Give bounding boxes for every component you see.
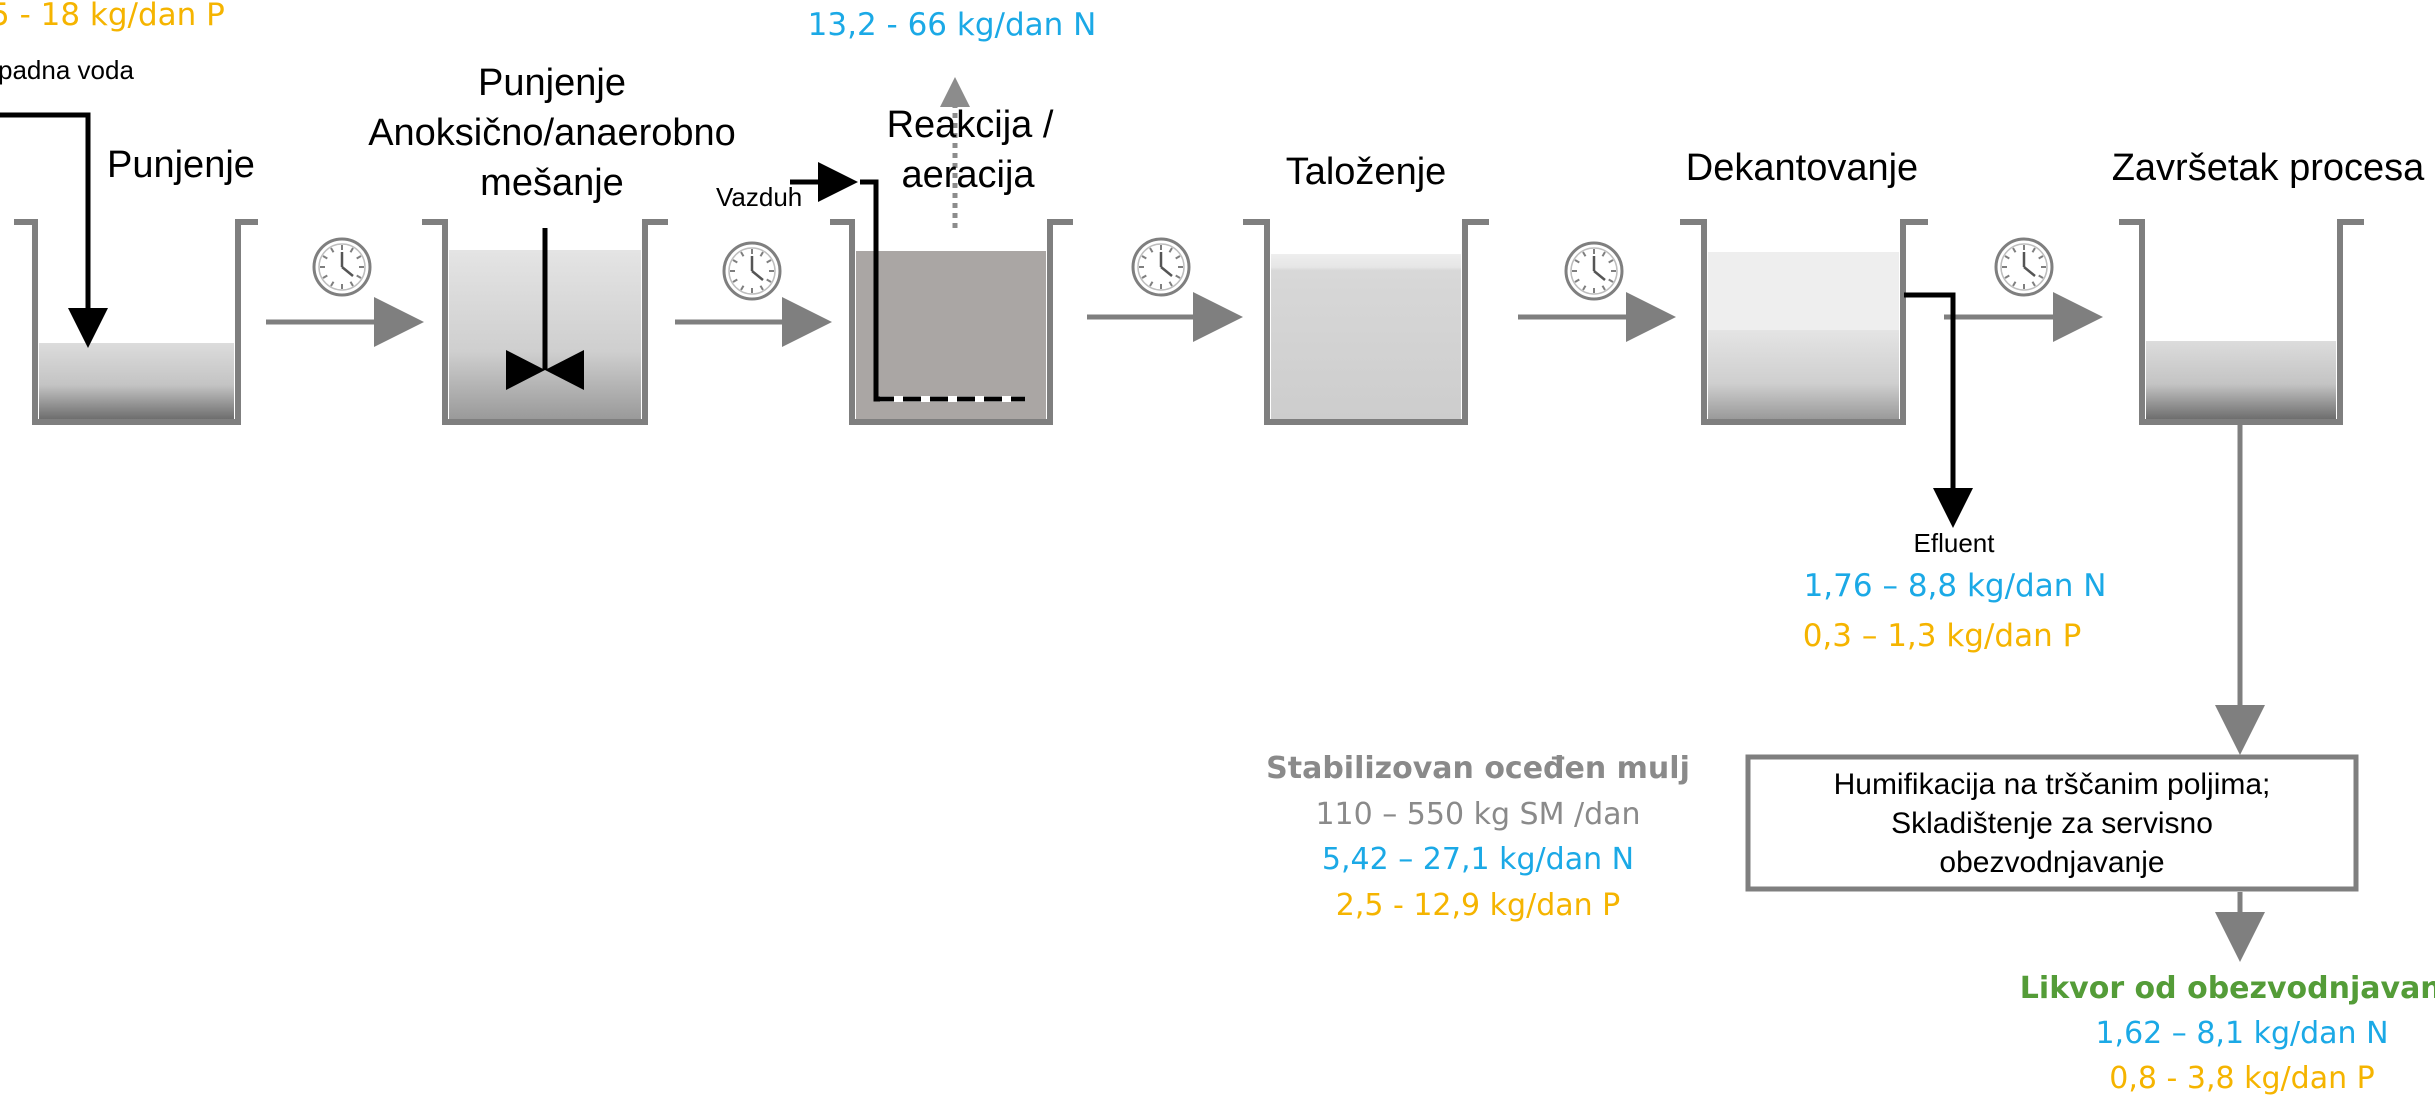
liquor-p-load: 0,8 - 3,8 kg/dan P — [2109, 1061, 2375, 1096]
clock-icon — [1994, 237, 2054, 297]
sludge-solids: 110 – 550 kg SM /dan — [1315, 797, 1641, 832]
inflow-water-label: padna voda — [0, 55, 134, 85]
tank-decanting-outline — [1680, 219, 1928, 425]
treatment-box-line2: Skladištenje za servisno — [1891, 806, 2213, 840]
clock-icon — [722, 241, 782, 301]
tank-idle — [2119, 219, 2364, 425]
stage-title-mixing-1: Punjenje — [478, 62, 626, 104]
treatment-box-line1: Humifikacija na trščanim poljima; — [1833, 767, 2271, 801]
stage-title-mixing-3: mešanje — [480, 162, 624, 204]
tank-aeration — [830, 219, 1073, 425]
sludge-title: Stabilizovan oceđen mulj — [1266, 751, 1690, 786]
tank-decanting-sludge-layer — [1708, 330, 1899, 419]
sludge-n-load: 5,42 – 27,1 kg/dan N — [1321, 842, 1635, 877]
stage-title-decanting: Dekantovanje — [1685, 147, 1919, 189]
tank-settling-liquid — [1271, 254, 1461, 419]
tank-settling-outline — [1243, 219, 1489, 425]
aeration-emission-n-load: 13,2 - 66 kg/dan N — [807, 7, 1097, 43]
tank-fill — [14, 219, 258, 425]
stage-title-settling: Taloženje — [1285, 151, 1447, 193]
inflow-p-load: 5 - 18 kg/dan P — [0, 0, 225, 33]
treatment-box-frame — [1745, 754, 2359, 892]
liquor-n-load: 1,62 – 8,1 kg/dan N — [2095, 1016, 2389, 1051]
tank-fill-outline — [14, 219, 258, 425]
effluent-pipe-arrow — [1904, 292, 1973, 528]
effluent-label: Efluent — [1913, 528, 1995, 558]
treatment-box-line3: obezvodnjavanje — [1939, 845, 2165, 879]
tank-mixing-outline — [422, 219, 668, 425]
tank-fill-liquid — [39, 343, 234, 419]
treatment-box: Humifikacija na trščanim poljima; Skladi… — [1748, 757, 2356, 889]
tank-decanting — [1680, 219, 1928, 425]
tank-decanting-clear-layer — [1708, 252, 1899, 330]
tank-idle-outline — [2119, 219, 2364, 425]
effluent-n-load: 1,76 – 8,8 kg/dan N — [1803, 568, 2107, 604]
stage-title-idle: Završetak procesa — [2111, 147, 2425, 189]
clock-icon — [1131, 237, 1191, 297]
clock-icon — [1564, 241, 1624, 301]
sludge-p-load: 2,5 - 12,9 kg/dan P — [1335, 888, 1621, 923]
tank-aeration-outline — [830, 219, 1073, 425]
air-label: Vazduh — [716, 182, 803, 212]
effluent-p-load: 0,3 – 1,3 kg/dan P — [1802, 618, 2082, 654]
tank-aeration-liquid — [856, 251, 1046, 419]
inflow-pipe-arrow — [0, 112, 108, 348]
flow-arrows — [266, 292, 2103, 347]
clock-icon — [312, 237, 372, 297]
stage-title-aeration-1: Reakcija / — [886, 104, 1054, 146]
stage-title-mixing-2: Anoksično/anaerobno — [368, 112, 736, 154]
tank-idle-liquid — [2146, 341, 2336, 419]
stage-title-fill: Punjenje — [107, 144, 255, 186]
stage-title-aeration-2: aeracija — [901, 154, 1035, 196]
liquor-title: Likvor od obezvodnjavanja — [2019, 971, 2435, 1006]
air-diffuser-icon — [790, 162, 1025, 402]
mixer-icon — [506, 228, 584, 390]
tank-settling — [1243, 219, 1489, 425]
